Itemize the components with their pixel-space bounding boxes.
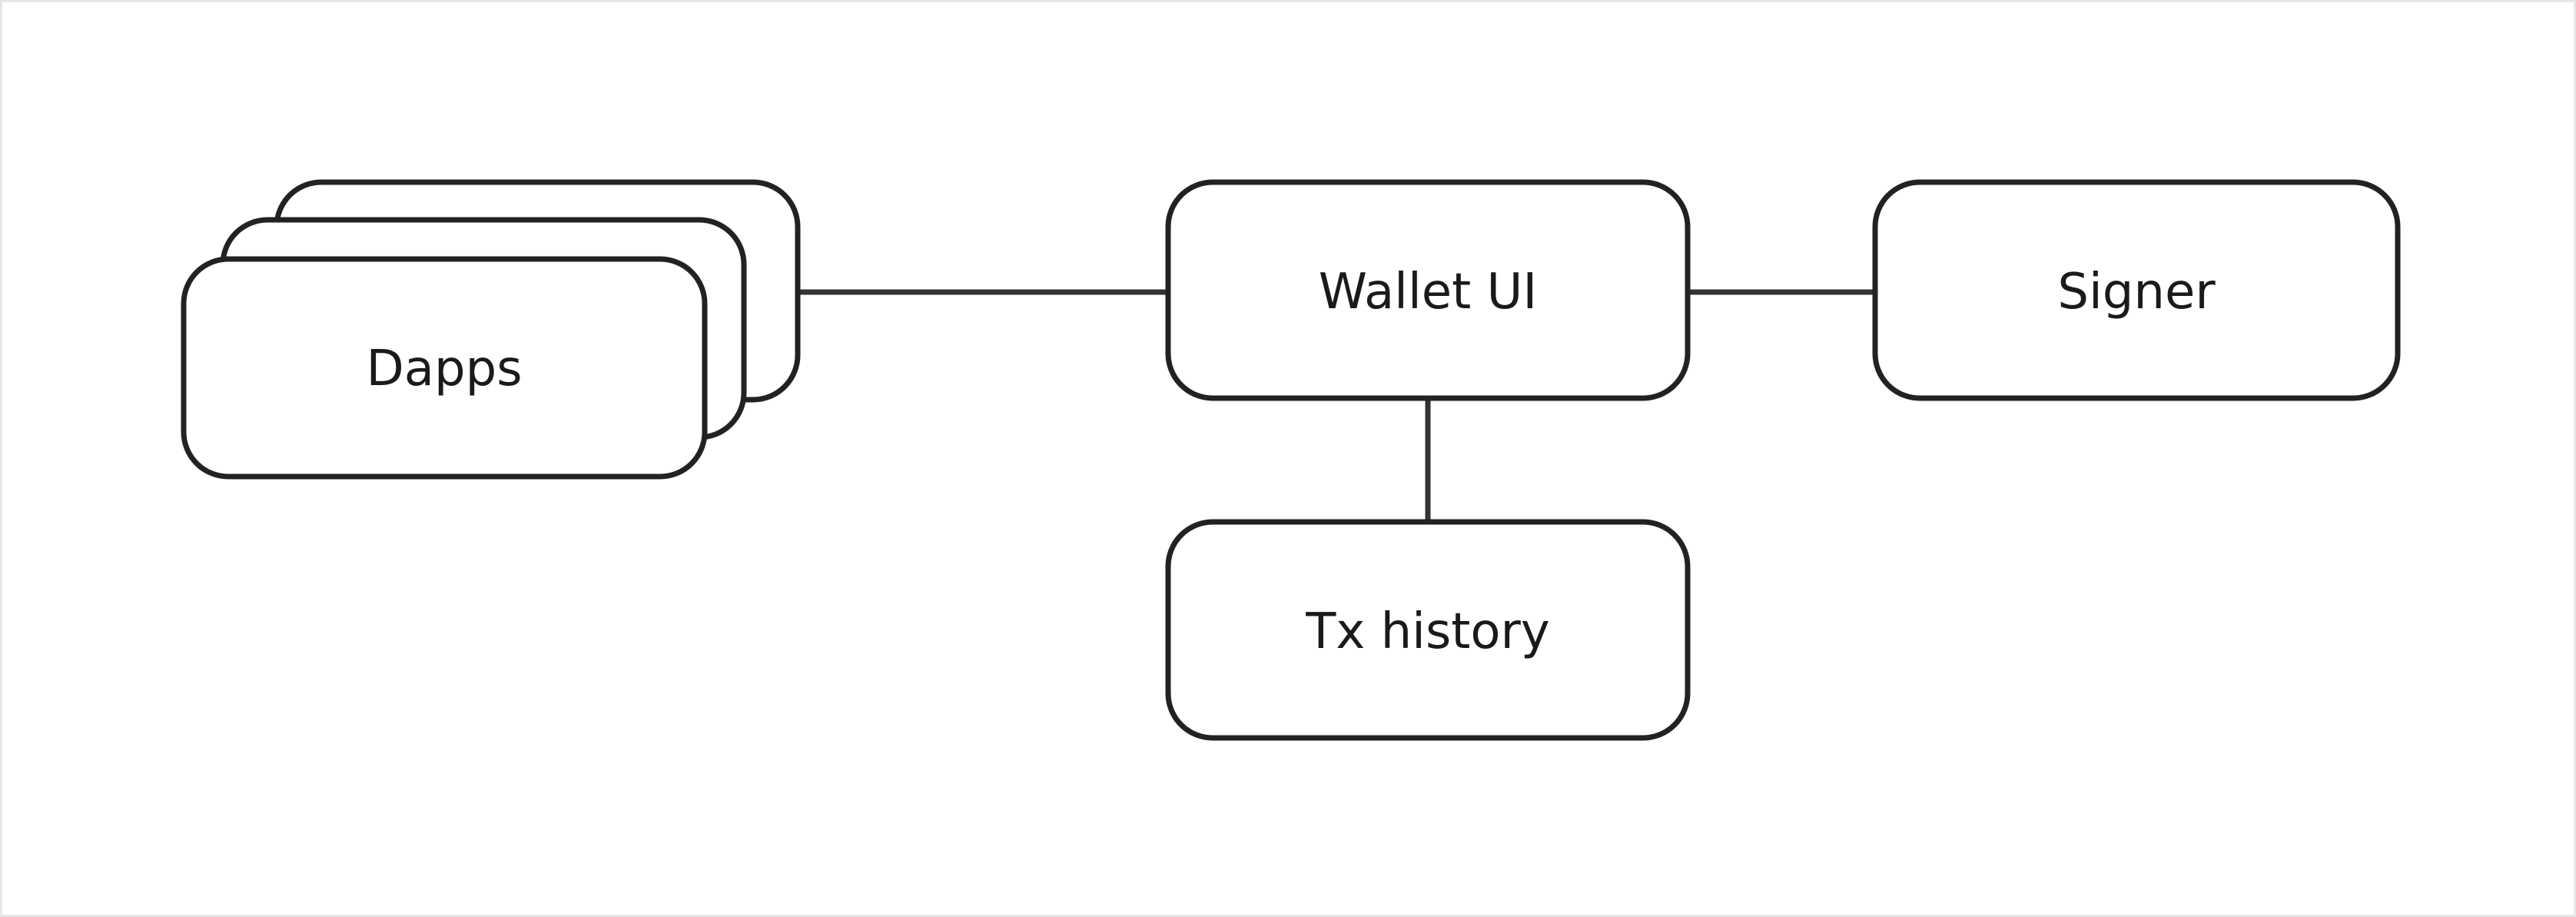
dapps-label: Dapps: [366, 341, 522, 397]
tx-history-node: Tx history: [1165, 519, 1691, 741]
tx-history-label: Tx history: [1305, 603, 1549, 660]
tx-history-box: [1165, 519, 1691, 741]
wallet-ui-box: [1165, 179, 1691, 401]
wallet-ui-label: Wallet UI: [1319, 264, 1538, 321]
dapps-node: Dapps: [181, 179, 801, 480]
signer-box: [1872, 179, 2401, 401]
signer-node: Signer: [1872, 179, 2401, 401]
signer-label: Signer: [2057, 264, 2216, 321]
wallet-ui-node: Wallet UI: [1165, 179, 1691, 401]
dapps-card-front: [181, 256, 708, 480]
